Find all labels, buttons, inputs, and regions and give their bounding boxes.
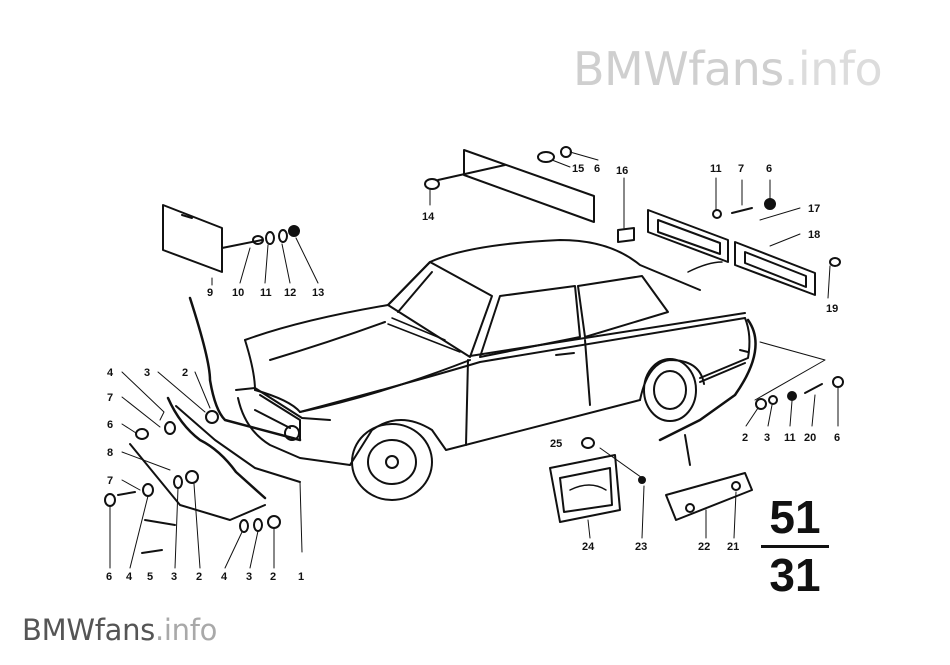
callout-2: 2	[270, 571, 276, 583]
callout-7: 7	[738, 163, 744, 175]
callout-13: 13	[312, 287, 324, 299]
callout-11: 11	[784, 432, 796, 444]
callout-4: 4	[107, 367, 114, 379]
callout-17: 17	[808, 203, 820, 215]
group-number-top: 51	[769, 491, 821, 543]
group-number: 51 31	[755, 492, 835, 600]
callout-6: 6	[766, 163, 772, 175]
callout-14: 14	[422, 211, 435, 223]
callout-2: 2	[196, 571, 202, 583]
callout-4: 4	[126, 571, 133, 583]
callout-21: 21	[727, 541, 739, 553]
callout-12: 12	[284, 287, 296, 299]
callout-3: 3	[171, 571, 177, 583]
watermark-bottom: BMWfans.info	[22, 613, 218, 647]
front-plate-parts	[162, 204, 319, 286]
callout-25: 25	[550, 438, 562, 450]
callout-22: 22	[698, 541, 710, 553]
callout-16: 16	[616, 165, 628, 177]
callout-8: 8	[107, 447, 113, 459]
callout-2: 2	[742, 432, 748, 444]
callout-11: 11	[260, 287, 272, 299]
roof-emblem-parts	[424, 146, 599, 223]
group-number-bottom: 31	[769, 549, 821, 601]
callout-5: 5	[147, 571, 153, 583]
callout-4: 4	[221, 571, 228, 583]
callout-6: 6	[107, 419, 113, 431]
callout-15: 15	[572, 163, 584, 175]
callout-23: 23	[635, 541, 647, 553]
rear-molding-parts	[617, 177, 841, 299]
group-number-divider	[761, 545, 829, 548]
callout-20: 20	[804, 432, 816, 444]
callout-labels: 9 10 11 12 13 14 15 6 16 11 7 6 17 18 19…	[106, 163, 840, 583]
callout-3: 3	[764, 432, 770, 444]
callout-9: 9	[207, 287, 213, 299]
callout-7: 7	[107, 475, 113, 487]
callout-3: 3	[246, 571, 252, 583]
callout-3: 3	[144, 367, 150, 379]
callout-6: 6	[106, 571, 112, 583]
callout-10: 10	[232, 287, 244, 299]
side-molding-front	[104, 296, 303, 569]
callout-18: 18	[808, 229, 820, 241]
side-molding-rear	[658, 318, 844, 466]
watermark-top: BMWfans.info	[573, 42, 883, 96]
callout-2: 2	[182, 367, 188, 379]
car-body	[235, 239, 751, 501]
callout-6: 6	[594, 163, 600, 175]
callout-11: 11	[710, 163, 722, 175]
callout-19: 19	[826, 303, 838, 315]
callout-6: 6	[834, 432, 840, 444]
callout-24: 24	[582, 541, 595, 553]
callout-1: 1	[298, 571, 304, 583]
rear-plate-parts	[549, 437, 753, 539]
callout-7: 7	[107, 392, 113, 404]
